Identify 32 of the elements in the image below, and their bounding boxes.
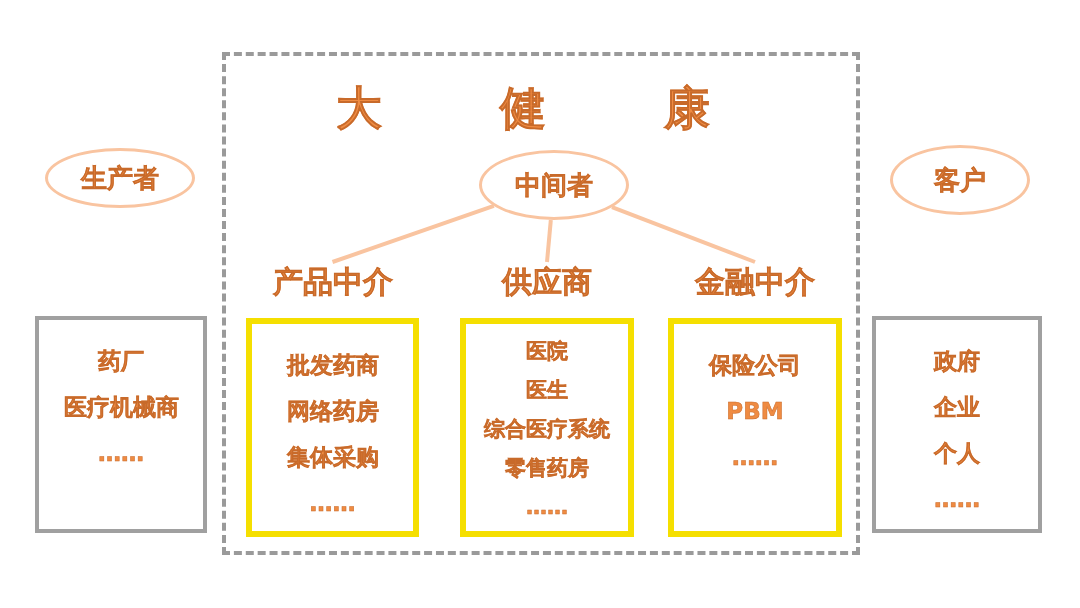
list-item: ……: [309, 489, 356, 518]
list-item: 企业: [934, 393, 980, 422]
role-ellipse: 生产者: [45, 148, 195, 208]
list-item: 个人: [934, 439, 980, 468]
role-ellipse: 中间者: [479, 150, 629, 220]
list-box: [872, 316, 1042, 533]
group-title: 大健康: [336, 80, 828, 137]
list-item: ……: [526, 494, 568, 521]
list-item: ……: [98, 439, 144, 468]
role-ellipse: 客户: [890, 145, 1030, 215]
list-item: 零售药房: [505, 455, 589, 482]
list-item: 网络药房: [286, 397, 379, 426]
list-item: 医生: [526, 377, 568, 404]
list-item: 综合医疗系统: [484, 416, 610, 443]
dashed-group-frame: [222, 52, 860, 555]
connector-line: [611, 205, 756, 264]
category-heading: 产品中介: [271, 263, 394, 301]
list-item: 医院: [526, 338, 568, 365]
connector-line: [331, 204, 495, 264]
list-box: [35, 316, 207, 533]
list-item: 保险公司: [709, 351, 801, 380]
category-heading: 金融中介: [694, 263, 816, 301]
list-item: ……: [732, 443, 778, 472]
list-item: 药厂: [98, 347, 144, 376]
connector-line: [545, 219, 553, 263]
list-item: ……: [934, 485, 980, 514]
list-item: 医疗机械商: [63, 393, 179, 422]
list-item: 政府: [934, 347, 980, 376]
category-heading: 供应商: [500, 263, 593, 301]
list-item: PBM: [726, 397, 784, 426]
list-item: 集体采购: [286, 443, 379, 472]
list-item: 批发药商: [286, 351, 379, 380]
